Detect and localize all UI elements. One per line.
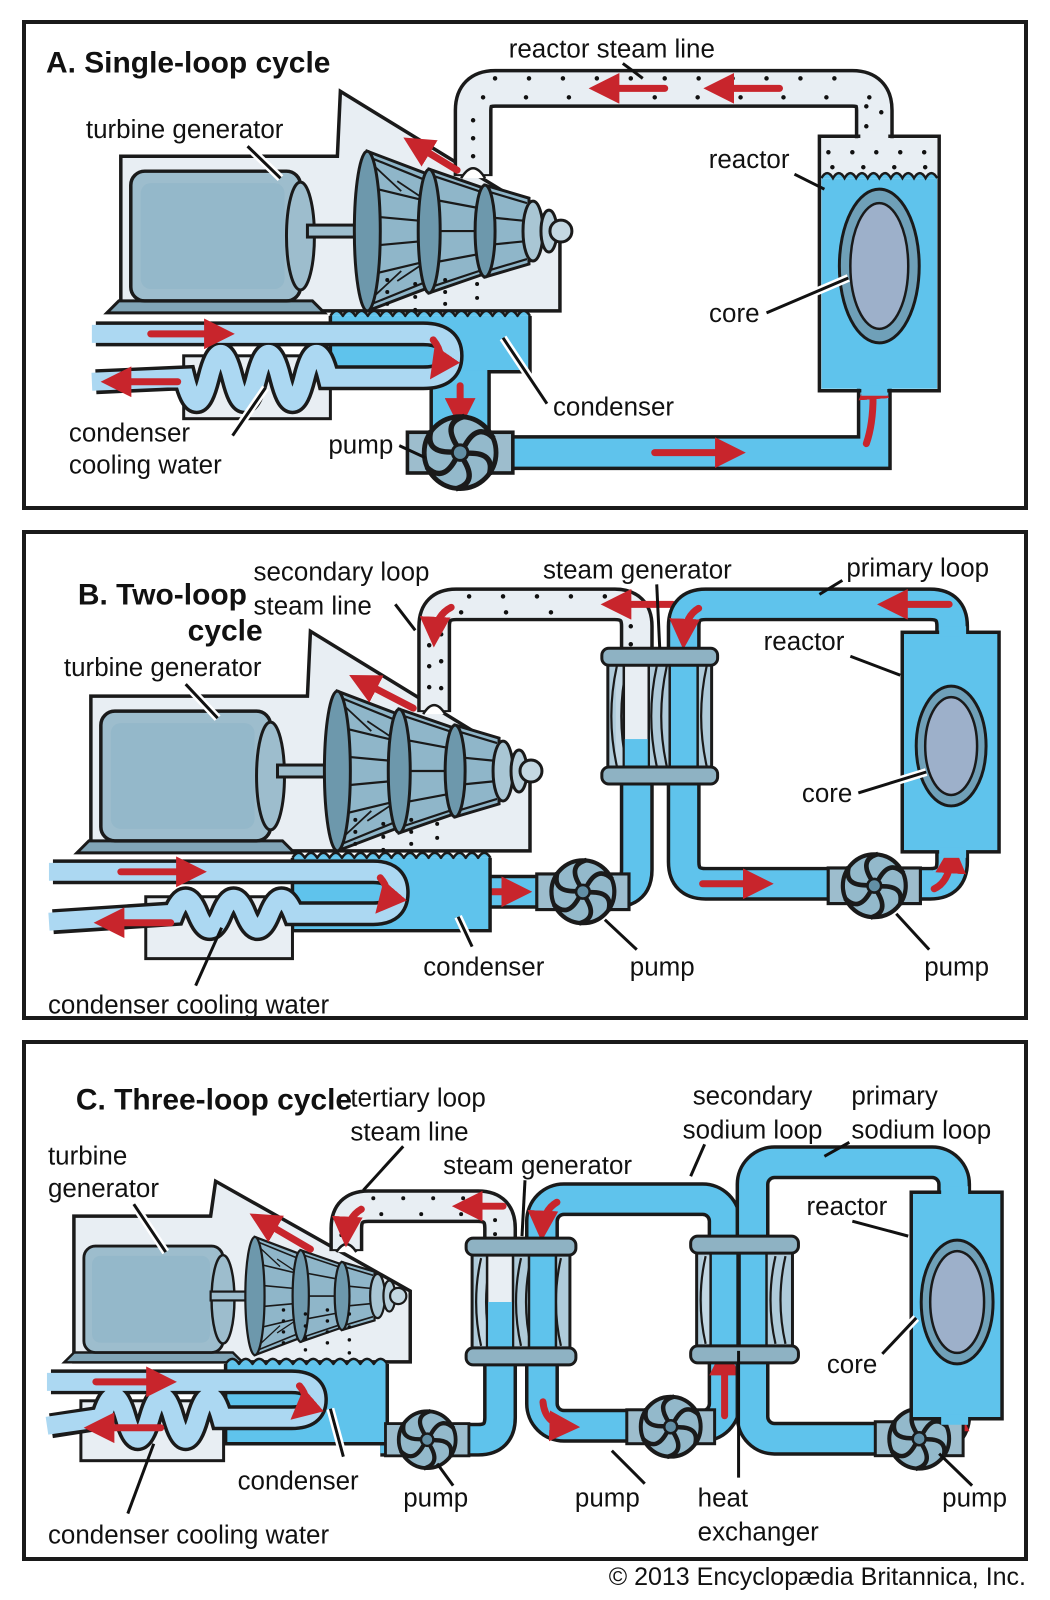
reactor-vessel bbox=[909, 1186, 1004, 1425]
label-turbine-generator: turbine generator bbox=[64, 654, 262, 682]
reactor-core bbox=[928, 1249, 986, 1355]
label-turbine-line2: generator bbox=[48, 1175, 159, 1203]
label-secondary-steam-line1: secondary loop bbox=[254, 558, 430, 586]
steam-generator bbox=[600, 646, 720, 786]
reactor-vessel bbox=[817, 130, 941, 396]
panel-b-title-line2: cycle bbox=[188, 614, 263, 647]
label-reactor: reactor bbox=[807, 1193, 888, 1221]
label-reactor: reactor bbox=[764, 628, 845, 656]
pump-secondary bbox=[537, 857, 629, 926]
label-condenser: condenser bbox=[423, 954, 544, 982]
label-secondary-line1: secondary bbox=[693, 1082, 813, 1110]
label-primary-line1: primary bbox=[851, 1082, 937, 1110]
panel-three-loop-cycle: C. Three-loop cycle turbine generator te… bbox=[22, 1040, 1028, 1561]
pump-secondary bbox=[627, 1394, 715, 1460]
turbine-generator bbox=[62, 1213, 408, 1364]
heat-exchanger bbox=[689, 1234, 800, 1365]
label-tertiary-line1: tertiary loop bbox=[350, 1084, 486, 1112]
reactor-vessel bbox=[900, 626, 1001, 858]
label-pump: pump bbox=[328, 432, 393, 460]
label-pump-condensate: pump bbox=[403, 1485, 468, 1513]
pump-primary bbox=[828, 851, 920, 920]
panel-b-title-line1: B. Two-loop bbox=[78, 578, 247, 611]
label-primary-line2: sodium loop bbox=[851, 1116, 991, 1144]
steam-generator bbox=[464, 1236, 578, 1367]
turbine-generator bbox=[105, 137, 574, 316]
label-cooling-line1: condenser bbox=[69, 420, 190, 448]
label-pump-primary: pump bbox=[924, 954, 989, 982]
label-core: core bbox=[709, 300, 759, 328]
label-pump-secondary: pump bbox=[630, 954, 695, 982]
label-heat-exchanger-line1: heat bbox=[698, 1485, 749, 1513]
condenser-cooling-water-pipe bbox=[45, 1366, 328, 1451]
label-cooling-water: condenser cooling water bbox=[48, 992, 330, 1016]
label-reactor-steam-line: reactor steam line bbox=[509, 35, 715, 63]
single-loop-diagram: A. Single-loop cycle reactor steam line … bbox=[46, 35, 941, 506]
turbine-generator bbox=[75, 674, 544, 855]
reactor-core bbox=[849, 201, 910, 331]
label-condenser: condenser bbox=[553, 394, 674, 422]
label-cooling-line2: cooling water bbox=[69, 452, 222, 480]
label-secondary-steam-line2: steam line bbox=[254, 592, 372, 620]
label-core: core bbox=[827, 1351, 877, 1379]
copyright-text: © 2013 Encyclopædia Britannica, Inc. bbox=[608, 1563, 1026, 1591]
label-pump-primary: pump bbox=[942, 1485, 1007, 1513]
label-steam-generator: steam generator bbox=[543, 556, 732, 584]
panel-two-loop-cycle: B. Two-loop cycle secondary loop steam l… bbox=[22, 530, 1028, 1020]
panel-c-title: C. Three-loop cycle bbox=[76, 1083, 352, 1116]
pump-condensate bbox=[385, 1408, 468, 1471]
reactor-core bbox=[923, 695, 979, 797]
condensate-pipe bbox=[380, 1345, 518, 1457]
three-loop-diagram: C. Three-loop cycle turbine generator te… bbox=[45, 1082, 1007, 1550]
secondary-steam-line-pipe bbox=[417, 587, 677, 715]
two-loop-diagram: B. Two-loop cycle secondary loop steam l… bbox=[48, 554, 1001, 1016]
label-primary-loop: primary loop bbox=[846, 554, 989, 582]
condenser-cooling-water-pipe bbox=[91, 318, 464, 414]
panel-a-title: A. Single-loop cycle bbox=[46, 46, 330, 79]
label-reactor: reactor bbox=[709, 146, 790, 174]
label-pump-secondary: pump bbox=[575, 1485, 640, 1513]
label-turbine-line1: turbine bbox=[48, 1142, 127, 1170]
label-secondary-line2: sodium loop bbox=[683, 1116, 823, 1144]
label-heat-exchanger-line2: exchanger bbox=[698, 1519, 819, 1547]
label-tertiary-line2: steam line bbox=[350, 1118, 468, 1146]
label-core: core bbox=[802, 780, 852, 808]
tertiary-steam-line-pipe bbox=[329, 1189, 518, 1253]
panel-single-loop-cycle: A. Single-loop cycle reactor steam line … bbox=[22, 20, 1028, 510]
label-cooling-water: condenser cooling water bbox=[48, 1522, 330, 1550]
pump bbox=[407, 413, 512, 492]
label-steam-generator: steam generator bbox=[443, 1152, 632, 1180]
condenser-cooling-water-pipe bbox=[48, 856, 410, 941]
label-turbine-generator: turbine generator bbox=[86, 116, 284, 144]
label-condenser: condenser bbox=[238, 1468, 359, 1496]
